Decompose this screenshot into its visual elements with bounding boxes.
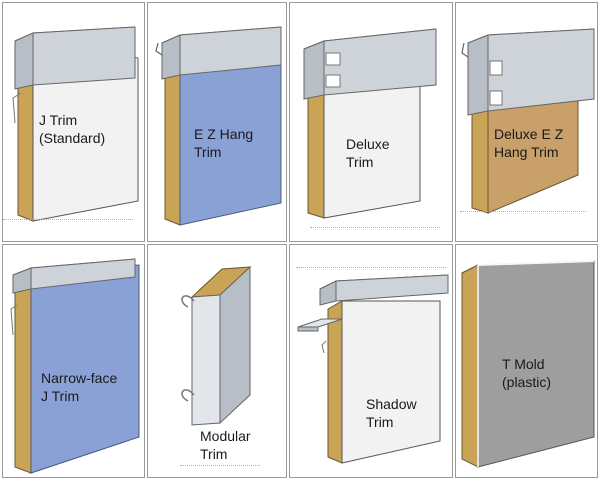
panel-narrow-face-j-trim: Narrow-face J Trim xyxy=(2,244,145,478)
label-line: T Mold xyxy=(502,356,545,372)
dotted-baseline xyxy=(460,211,586,212)
label-line: Narrow-face xyxy=(41,370,118,386)
modular-trim-drawing xyxy=(181,265,252,426)
j-trim-drawing xyxy=(12,26,139,222)
panel-6-label: Modular Trim xyxy=(200,427,251,463)
label-line: Trim xyxy=(366,414,394,430)
deluxe-trim-drawing xyxy=(303,28,437,219)
label-line: E Z Hang xyxy=(194,126,254,142)
panel-deluxe-ez-hang-trim: Deluxe E Z Hang Trim xyxy=(455,2,598,242)
panel-t-mold-plastic: T Mold (plastic) xyxy=(455,244,598,478)
panel-deluxe-trim: Deluxe Trim xyxy=(289,2,453,242)
label-line: (Standard) xyxy=(39,130,106,146)
dotted-baseline xyxy=(3,219,133,220)
panel-5-label: Narrow-face J Trim xyxy=(41,369,117,405)
panel-j-trim-standard: J Trim (Standard) xyxy=(2,2,145,242)
label-line: Trim xyxy=(194,144,222,160)
panel-4-label: Deluxe E Z Hang Trim xyxy=(494,125,563,161)
label-line: Hang Trim xyxy=(494,144,559,160)
label-line: Trim xyxy=(200,446,228,462)
deluxe-ez-hang-trim-drawing xyxy=(461,28,595,214)
dotted-top-line xyxy=(296,267,446,268)
label-line: Deluxe E Z xyxy=(494,126,564,142)
label-line: (plastic) xyxy=(502,374,552,390)
label-line: Modular xyxy=(200,428,251,444)
panel-8-label: T Mold (plastic) xyxy=(502,355,551,391)
label-line: Shadow xyxy=(366,396,417,412)
label-line: J Trim xyxy=(41,388,80,404)
ez-hang-trim-drawing xyxy=(155,26,282,226)
narrow-face-j-trim-drawing xyxy=(10,258,140,474)
shadow-trim-drawing xyxy=(297,274,449,464)
dotted-baseline xyxy=(310,227,440,228)
panel-1-label: J Trim (Standard) xyxy=(39,111,105,147)
panel-ez-hang-trim: E Z Hang Trim xyxy=(147,2,287,242)
panel-2-label: E Z Hang Trim xyxy=(194,125,253,161)
label-line: Trim xyxy=(346,154,374,170)
label-line: J Trim xyxy=(39,112,78,128)
label-line: Deluxe xyxy=(346,136,390,152)
panel-3-label: Deluxe Trim xyxy=(346,135,390,171)
t-mold-drawing xyxy=(461,260,595,468)
panel-modular-trim: Modular Trim xyxy=(147,244,287,478)
panel-7-label: Shadow Trim xyxy=(366,395,417,431)
panel-shadow-trim: Shadow Trim xyxy=(289,244,453,478)
dotted-baseline xyxy=(180,465,260,466)
